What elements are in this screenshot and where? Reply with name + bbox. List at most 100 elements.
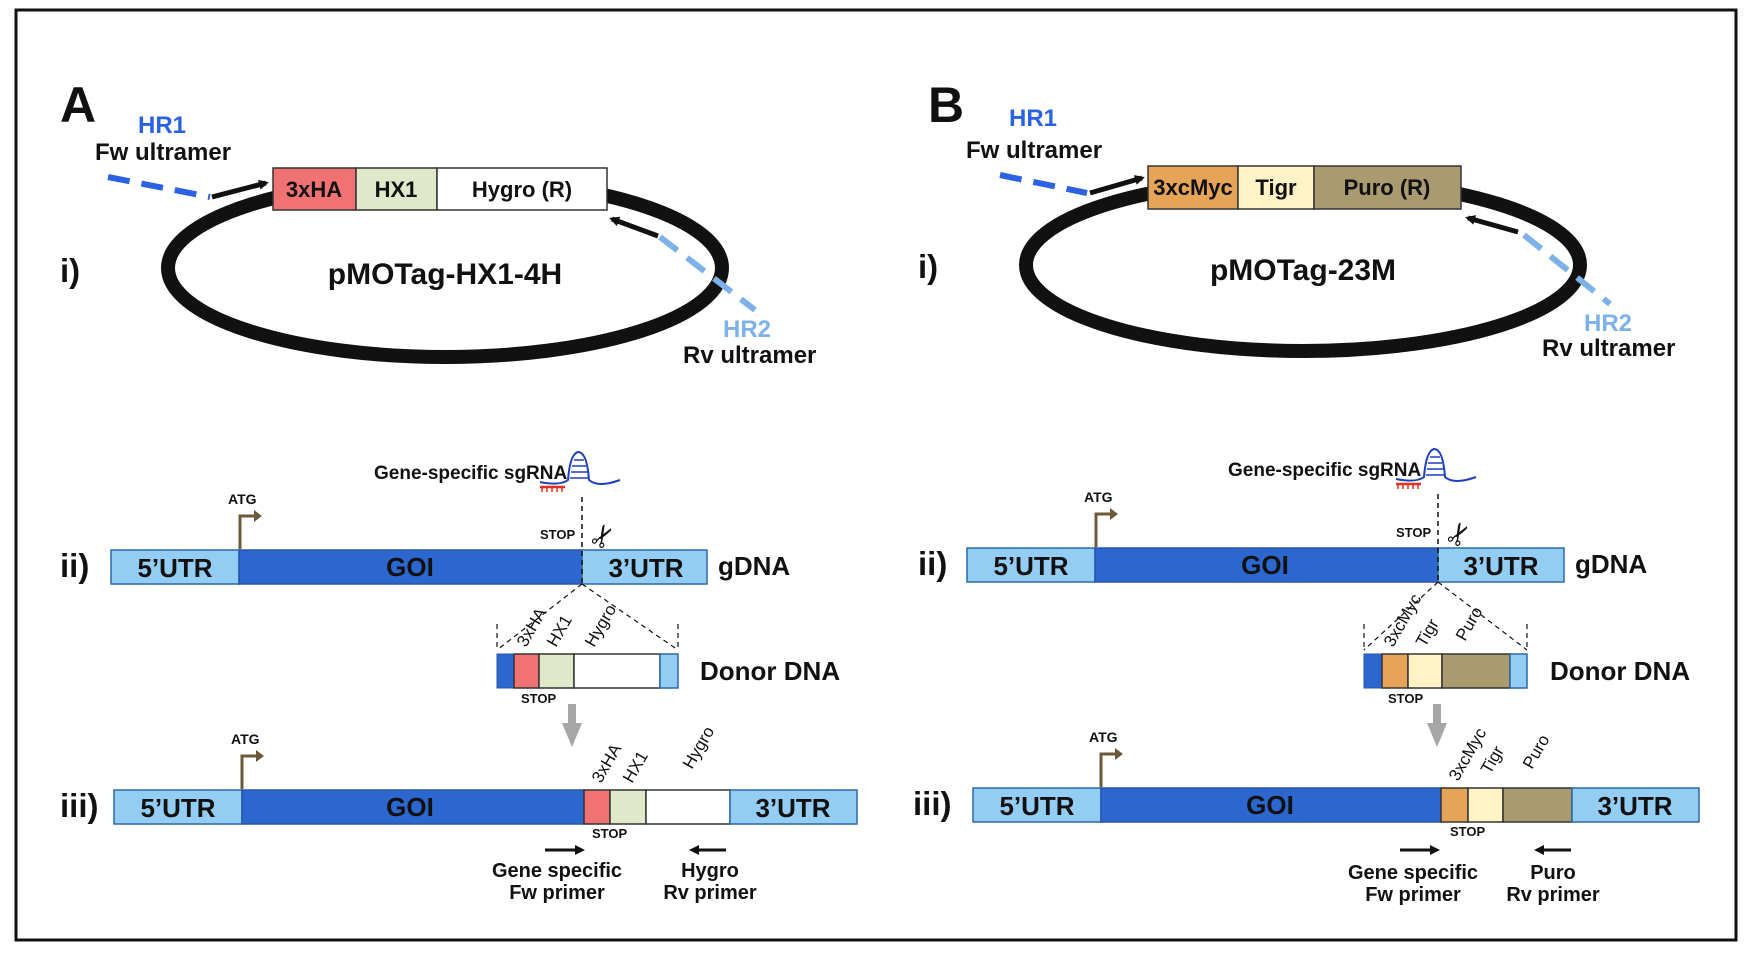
donor-b-tilt-puro: Puro xyxy=(1452,603,1486,644)
result-a-hx1 xyxy=(609,789,647,825)
donor-b-label: Donor DNA xyxy=(1550,656,1690,686)
donor-a-right-arm xyxy=(659,653,679,689)
atg-b-flag xyxy=(1094,512,1112,547)
panel-a-hr2: HR2 xyxy=(723,316,771,343)
result-a-goi xyxy=(241,789,585,825)
panel-b-roman-ii: ii) xyxy=(918,545,947,582)
cassette-a-3xha-label: 3xHA xyxy=(286,177,342,202)
plasmid-a-name: pMOTag-HX1-4H xyxy=(328,258,562,291)
donor-a-hx1 xyxy=(538,653,575,689)
panel-b-hr2-dash xyxy=(1522,232,1612,307)
atg-a-flag xyxy=(238,514,256,549)
panel-b-hr2: HR2 xyxy=(1584,310,1632,337)
panel-a-fw-arrow xyxy=(211,179,269,200)
panel-b-hr1-dash xyxy=(999,172,1088,196)
panel-a-hr1-dash xyxy=(107,174,211,200)
result-b-3xcmyc xyxy=(1440,787,1469,823)
result-b-puro xyxy=(1502,787,1573,823)
gdna-b-goi-label: GOI xyxy=(1241,550,1289,580)
result-a-tilt-hygro: Hygro xyxy=(679,723,718,772)
result-a-utr3 xyxy=(729,789,858,825)
donor-b-tigr xyxy=(1407,653,1443,689)
figure-frame xyxy=(14,8,1738,942)
gdna-a-utr3 xyxy=(581,549,708,585)
donor-a-label: Donor DNA xyxy=(700,656,840,686)
primer-b-fw-line2: Fw primer xyxy=(1365,884,1461,906)
panel-a-hr2-dash xyxy=(658,234,757,313)
result-a-3xha xyxy=(583,789,611,825)
gdna-a-label: gDNA xyxy=(718,551,790,581)
donor-a-stop: STOP xyxy=(521,691,556,706)
atg-a-flag-head xyxy=(254,510,262,522)
panel-a-rv-ultramer: Rv ultramer xyxy=(683,342,816,369)
result-a-utr3-label: 3’UTR xyxy=(755,793,830,823)
panel-a-rv-arrow xyxy=(609,216,659,239)
donor-b-guide-l xyxy=(1363,581,1439,651)
panel-b: B pMOTag-23M i) 3xcMyc Tigr Puro (R) HR1… xyxy=(913,77,1700,906)
primer-a-rv-line1: Hygro xyxy=(681,860,739,882)
donor-b-stop: STOP xyxy=(1388,691,1423,706)
cassette-a-hx1-label: HX1 xyxy=(375,177,418,202)
donor-a-3xha xyxy=(513,653,540,689)
donor-a-left-arm xyxy=(496,653,515,689)
result-b-utr5 xyxy=(972,787,1102,823)
panel-b-hr1: HR1 xyxy=(1009,105,1057,132)
result-a-tilt-hx1: HX1 xyxy=(619,748,652,786)
cut-a-stop: STOP xyxy=(540,527,575,542)
primer-a-fw-line1: Gene specific xyxy=(492,860,622,882)
panel-a-fw-ultramer: Fw ultramer xyxy=(95,139,231,166)
cassette-a-hygro xyxy=(436,167,608,211)
atg-a2-flag-head xyxy=(256,750,264,762)
atg-b2-flag xyxy=(1099,752,1117,787)
gdna-b-utr5-label: 5’UTR xyxy=(993,551,1068,581)
primer-b-rv-line2: Rv primer xyxy=(1506,884,1600,906)
panel-a-down-arrow xyxy=(562,704,582,747)
cut-b-stop: STOP xyxy=(1396,525,1431,540)
result-a-stop: STOP xyxy=(592,826,627,841)
result-a-tilt-3xha: 3xHA xyxy=(588,740,626,786)
cassette-b-puro xyxy=(1313,165,1462,210)
plasmid-b-name: pMOTag-23M xyxy=(1210,254,1396,287)
gdna-b-utr3-label: 3’UTR xyxy=(1463,551,1538,581)
gdna-a-utr5-label: 5’UTR xyxy=(137,553,212,583)
result-b-tilt-puro: Puro xyxy=(1519,731,1553,772)
donor-b-left-arm xyxy=(1363,653,1383,689)
atg-b2-flag-head xyxy=(1115,748,1123,760)
panel-a-roman-iii: iii) xyxy=(60,787,99,824)
panel-b-down-arrow xyxy=(1427,704,1447,747)
atg-a2-label: ATG xyxy=(231,731,260,747)
cassette-b-puro-label: Puro (R) xyxy=(1344,175,1431,200)
result-a-utr5-label: 5’UTR xyxy=(140,793,215,823)
atg-b-label: ATG xyxy=(1084,489,1113,505)
cassette-b-3xcmyc-label: 3xcMyc xyxy=(1153,175,1233,200)
cassette-a-hygro-label: Hygro (R) xyxy=(472,177,572,202)
result-b-tigr xyxy=(1467,787,1504,823)
primer-a-rv-line2: Rv primer xyxy=(663,882,757,904)
sgrna-a-label: Gene-specific sgRNA xyxy=(374,463,567,484)
panel-b-letter: B xyxy=(928,77,964,133)
primer-b-fw-line1: Gene specific xyxy=(1348,862,1478,884)
primer-b-rv-line1: Puro xyxy=(1530,862,1576,884)
gdna-a-utr3-label: 3’UTR xyxy=(608,553,683,583)
panel-a-hr1: HR1 xyxy=(138,112,186,139)
panel-b-roman-iii: iii) xyxy=(913,785,952,822)
primer-a-fw-line2: Fw primer xyxy=(509,882,605,904)
donor-b-tilt-tigr: Tigr xyxy=(1412,615,1443,650)
panel-a-letter: A xyxy=(60,77,96,133)
gdna-b-label: gDNA xyxy=(1575,549,1647,579)
result-b-utr3 xyxy=(1571,787,1700,823)
panel-b-fw-arrow xyxy=(1089,175,1145,196)
gdna-a-goi-label: GOI xyxy=(386,552,434,582)
donor-b-right-arm xyxy=(1509,653,1528,689)
atg-a-label: ATG xyxy=(228,491,257,507)
gdna-b-utr5 xyxy=(966,547,1096,583)
donor-b-guide-r xyxy=(1437,581,1528,651)
result-b-utr5-label: 5’UTR xyxy=(999,791,1074,821)
cassette-b-tigr-label: Tigr xyxy=(1255,175,1297,200)
result-a-utr5 xyxy=(113,789,243,825)
result-a-hygro xyxy=(645,789,731,825)
result-a-goi-label: GOI xyxy=(386,792,434,822)
gdna-a-utr5 xyxy=(110,549,240,585)
sgrna-b-icon xyxy=(1395,447,1477,489)
